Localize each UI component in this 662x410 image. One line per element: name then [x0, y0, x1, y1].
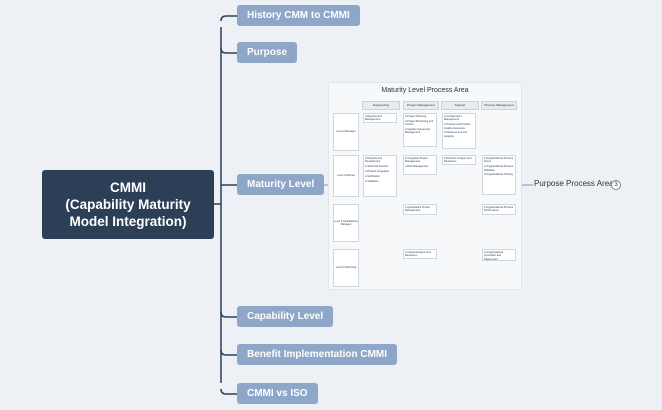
branch-capability-level[interactable]: Capability Level: [237, 306, 334, 327]
level-4-quantitatively-managed: Level 4 Quantitatively Managed: [333, 204, 359, 242]
branch-maturity-level[interactable]: Maturity Level: [237, 174, 325, 195]
pa-l3-process-management: Organizational Process Focus Organizatio…: [482, 155, 516, 195]
process-area-item: Integrated Project Management: [405, 157, 435, 164]
connector-branch-1: [220, 15, 237, 22]
process-area-item: Organizational Training: [484, 173, 514, 176]
branch-benefit-implementation-cmmi[interactable]: Benefit Implementation CMMI: [237, 344, 398, 365]
pa-l5-process-management: Organizational Innovation and Deployment: [482, 249, 516, 261]
image-title: Maturity Level Process Area: [381, 87, 469, 94]
process-area-item: Organizational Innovation and Deployment: [484, 251, 514, 261]
level-5-optimizing: Level 5 Optimizing: [333, 249, 359, 287]
process-area-item: Product Integration: [365, 170, 395, 173]
process-area-item: Requirement Development: [365, 157, 395, 164]
process-area-item: Organizational Process Focus: [484, 157, 514, 164]
leaf-purpose-process-area[interactable]: Purpose Process Area: [534, 179, 614, 188]
child-count-badge[interactable]: 3: [611, 180, 621, 190]
process-area-item: Project Monitoring and Control: [405, 120, 435, 127]
root-topic-cmmi[interactable]: CMMI (Capability Maturity Model Integrat…: [42, 170, 214, 239]
column-project-management: Project Management: [403, 101, 439, 110]
pa-l2-support: Configuration Management Process and Pro…: [442, 113, 476, 149]
process-area-item: Causal Analysis and Resolution: [405, 251, 435, 258]
process-area-item: Organizational Process Performance: [484, 206, 514, 213]
process-area-item: Risk Management: [405, 165, 435, 168]
branch-cmmi-vs-iso[interactable]: CMMI vs ISO: [237, 383, 318, 404]
process-area-item: Organizational Process Definition: [484, 165, 514, 172]
pa-l4-process-management: Organizational Process Performance: [482, 204, 516, 215]
column-process-management: Process Management: [481, 101, 517, 110]
pa-l3-engineering: Requirement Development Technical Soluti…: [363, 155, 397, 197]
branch-history-cmm-to-cmmi[interactable]: History CMM to CMMI: [237, 5, 360, 26]
connector-branch-2: [220, 47, 237, 54]
connector-branch-4: [220, 311, 237, 318]
level-3-defined: Level 3 Defined: [333, 155, 359, 197]
pa-l2-project-management: Project Planning Project Monitoring and …: [403, 113, 437, 147]
process-area-item: Validation: [365, 180, 395, 183]
process-area-item: Process and Product Quality Assurance: [444, 123, 474, 130]
pa-l3-project-management: Integrated Project Management Risk Manag…: [403, 155, 437, 175]
process-area-item: Measurement and Analysis: [444, 131, 474, 138]
pa-l2-engineering: Requirement Management: [363, 113, 397, 123]
column-engineering: Engineering: [362, 101, 400, 110]
maturity-level-process-area-image[interactable]: Maturity Level Process Area Engineering …: [328, 82, 522, 290]
pa-l3-support: Decision Analysis and Resolution: [442, 155, 476, 165]
pa-l5-support: Causal Analysis and Resolution: [403, 249, 437, 259]
level-2-managed: Level 2 Managed: [333, 113, 359, 151]
column-support: Support: [441, 101, 479, 110]
process-area-item: Verification: [365, 175, 395, 178]
process-area-item: Supplier Agreement Management: [405, 128, 435, 135]
connector-branch-6: [220, 388, 237, 395]
process-area-item: Project Planning: [405, 115, 435, 118]
process-area-item: Configuration Management: [444, 115, 474, 122]
process-area-item: Requirement Management: [365, 115, 395, 122]
branch-purpose[interactable]: Purpose: [237, 42, 298, 63]
pa-l4-project-management: Quantitative Project Management: [403, 204, 437, 215]
process-area-item: Quantitative Project Management: [405, 206, 435, 213]
connector-branch-5: [220, 349, 237, 356]
process-area-item: Technical Solution: [365, 165, 395, 168]
process-area-item: Decision Analysis and Resolution: [444, 157, 474, 164]
